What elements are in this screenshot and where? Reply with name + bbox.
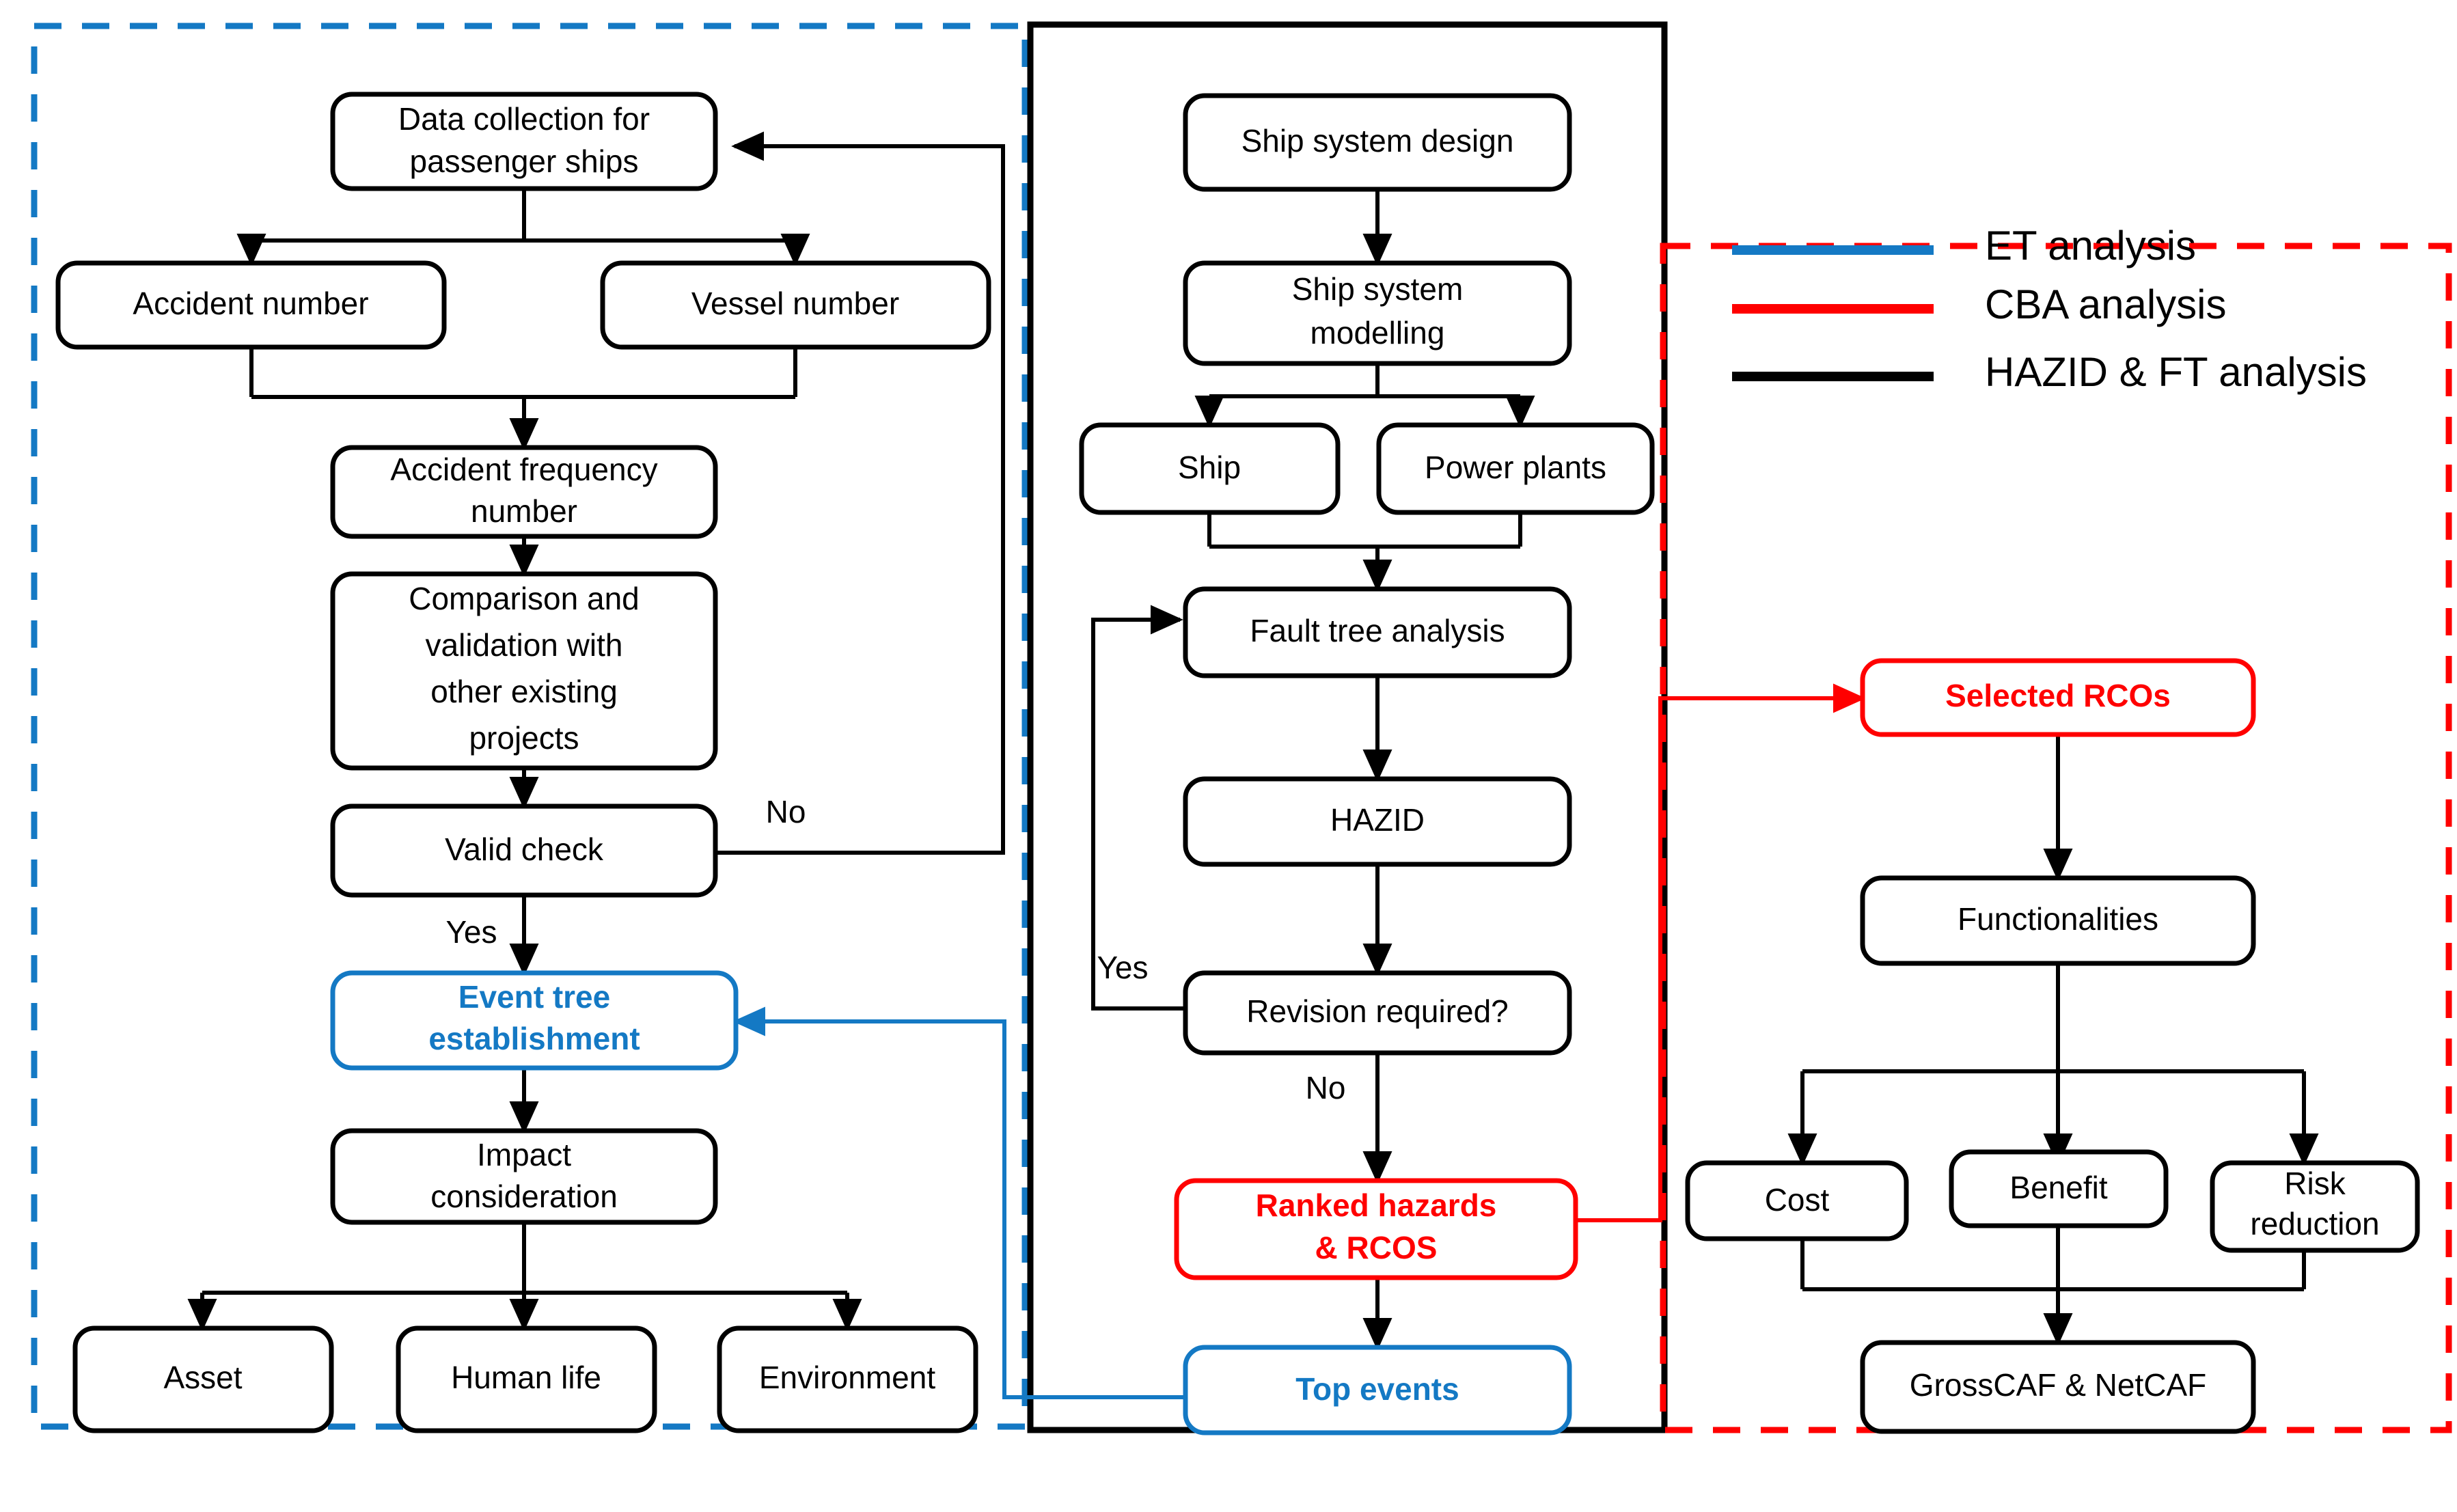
node-event-tree-establishment[interactable]: Event tree establishment bbox=[330, 970, 739, 1071]
node-fault-tree-analysis[interactable]: Fault tree analysis bbox=[1183, 586, 1572, 678]
svg-text:Ship: Ship bbox=[1178, 450, 1241, 485]
node-asset[interactable]: Asset bbox=[72, 1325, 334, 1433]
svg-text:projects: projects bbox=[469, 720, 579, 756]
node-ship[interactable]: Ship bbox=[1079, 422, 1341, 515]
svg-text:Event tree: Event tree bbox=[458, 979, 610, 1015]
node-accident-number[interactable]: Accident number bbox=[55, 260, 447, 350]
svg-text:Ship system: Ship system bbox=[1292, 271, 1464, 307]
node-vessel-number[interactable]: Vessel number bbox=[600, 260, 991, 350]
svg-text:Risk: Risk bbox=[2284, 1166, 2346, 1201]
svg-text:Top events: Top events bbox=[1295, 1371, 1459, 1407]
link-ranked-selectedrcos bbox=[1576, 683, 1866, 1222]
node-cost[interactable]: Cost bbox=[1685, 1160, 1909, 1241]
node-comparison-validation[interactable]: Comparison and validation with other exi… bbox=[330, 571, 718, 771]
svg-text:Accident frequency: Accident frequency bbox=[390, 452, 657, 487]
edge-label-yes-validcheck: Yes bbox=[445, 914, 497, 950]
svg-text:Data collection for: Data collection for bbox=[398, 101, 650, 137]
svg-text:Impact: Impact bbox=[477, 1137, 571, 1172]
svg-text:HAZID: HAZID bbox=[1330, 802, 1425, 838]
svg-text:passenger ships: passenger ships bbox=[410, 143, 639, 179]
svg-text:Comparison and: Comparison and bbox=[409, 581, 640, 616]
node-ship-system-modelling[interactable]: Ship system modelling bbox=[1183, 260, 1572, 366]
svg-text:Human life: Human life bbox=[451, 1360, 601, 1395]
legend-item-cba-analysis: CBA analysis bbox=[1732, 281, 2227, 327]
edge-label-no-revision: No bbox=[1306, 1070, 1346, 1105]
node-data-collection[interactable]: Data collection for passenger ships bbox=[330, 92, 718, 191]
svg-text:reduction: reduction bbox=[2250, 1206, 2379, 1241]
legend: ET analysis CBA analysis HAZID & FT anal… bbox=[1732, 223, 2367, 395]
svg-text:Selected RCOs: Selected RCOs bbox=[1945, 678, 2171, 713]
svg-text:modelling: modelling bbox=[1310, 315, 1445, 350]
node-revision-required[interactable]: Revision required? bbox=[1183, 970, 1572, 1056]
node-functionalities[interactable]: Functionalities bbox=[1860, 875, 2256, 966]
svg-text:Cost: Cost bbox=[1765, 1182, 1830, 1218]
svg-text:Fault tree analysis: Fault tree analysis bbox=[1250, 613, 1505, 648]
edge-label-yes-revision: Yes bbox=[1097, 950, 1148, 985]
svg-text:& RCOS: & RCOS bbox=[1315, 1230, 1438, 1265]
svg-text:Revision required?: Revision required? bbox=[1246, 993, 1509, 1029]
legend-item-hazid-ft-analysis: HAZID & FT analysis bbox=[1732, 349, 2367, 395]
node-accident-frequency[interactable]: Accident frequency number bbox=[330, 445, 718, 539]
node-grosscaf-netcaf[interactable]: GrossCAF & NetCAF bbox=[1860, 1340, 2256, 1434]
node-hazid[interactable]: HAZID bbox=[1183, 776, 1572, 867]
node-power-plants[interactable]: Power plants bbox=[1376, 422, 1655, 515]
svg-text:Functionalities: Functionalities bbox=[1958, 901, 2158, 937]
svg-text:Environment: Environment bbox=[759, 1360, 935, 1395]
svg-text:consideration: consideration bbox=[430, 1179, 618, 1214]
node-impact-consideration[interactable]: Impact consideration bbox=[330, 1128, 718, 1225]
svg-text:Ranked hazards: Ranked hazards bbox=[1256, 1187, 1497, 1223]
edge-label-no-validcheck: No bbox=[766, 794, 806, 829]
legend-label-cba-analysis: CBA analysis bbox=[1985, 281, 2227, 327]
node-risk-reduction[interactable]: Risk reduction bbox=[2210, 1160, 2420, 1253]
node-top-events[interactable]: Top events bbox=[1183, 1345, 1572, 1435]
legend-label-hazid-ft-analysis: HAZID & FT analysis bbox=[1985, 349, 2367, 395]
node-ship-system-design[interactable]: Ship system design bbox=[1183, 93, 1572, 192]
svg-text:Benefit: Benefit bbox=[2009, 1170, 2107, 1205]
node-valid-check[interactable]: Valid check bbox=[330, 803, 718, 898]
svg-text:Power plants: Power plants bbox=[1425, 450, 1606, 485]
svg-text:other existing: other existing bbox=[430, 674, 618, 709]
node-benefit[interactable]: Benefit bbox=[1949, 1149, 2169, 1228]
link-validcheck-no-loop bbox=[715, 131, 1005, 855]
svg-text:GrossCAF & NetCAF: GrossCAF & NetCAF bbox=[1910, 1367, 2207, 1403]
node-human-life[interactable]: Human life bbox=[396, 1325, 657, 1433]
svg-text:establishment: establishment bbox=[428, 1021, 640, 1056]
svg-text:validation with: validation with bbox=[426, 627, 623, 663]
node-ranked-hazards-rcos[interactable]: Ranked hazards & RCOS bbox=[1174, 1178, 1578, 1280]
legend-label-et-analysis: ET analysis bbox=[1985, 223, 2196, 269]
link-revision-yes-loop bbox=[1091, 605, 1188, 1011]
svg-text:Valid check: Valid check bbox=[445, 831, 604, 867]
svg-text:number: number bbox=[471, 493, 577, 529]
svg-text:Accident number: Accident number bbox=[133, 286, 368, 321]
svg-text:Asset: Asset bbox=[163, 1360, 242, 1395]
link-topevents-eventtree bbox=[732, 1006, 1190, 1399]
node-environment[interactable]: Environment bbox=[717, 1325, 978, 1433]
node-selected-rcos[interactable]: Selected RCOs bbox=[1860, 658, 2256, 737]
svg-text:Vessel number: Vessel number bbox=[691, 286, 899, 321]
svg-text:Ship system design: Ship system design bbox=[1241, 123, 1514, 159]
legend-item-et-analysis: ET analysis bbox=[1732, 223, 2196, 269]
